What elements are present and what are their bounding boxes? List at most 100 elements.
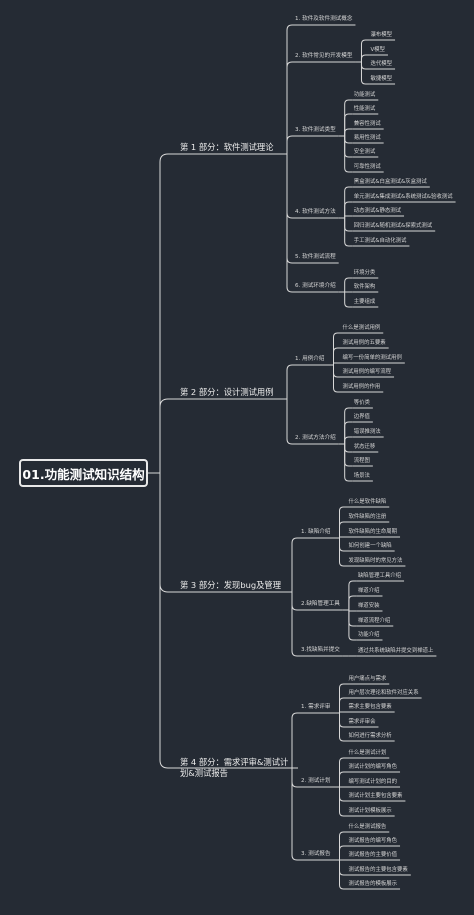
leaf-item[interactable]: 动态测试&静态测试: [353, 208, 402, 214]
leaf-item[interactable]: 禅道流程介绍: [357, 618, 391, 624]
leaf-item[interactable]: 兼容性测试: [353, 121, 381, 127]
leaf-item[interactable]: 单元测试&集成测试&系统测试&验收测试: [353, 194, 453, 200]
connector-line: [360, 62, 370, 70]
leaf-item[interactable]: 敏捷模型: [370, 76, 393, 82]
leaf-item[interactable]: 什么是测试报告: [348, 824, 387, 830]
leaf-item[interactable]: 主要组成: [353, 299, 376, 305]
leaf-item[interactable]: 易用性测试: [353, 135, 381, 141]
connector-line: [339, 860, 348, 876]
leaf-item[interactable]: 场景法: [353, 473, 370, 479]
leaf-item[interactable]: 发现缺陷时的常见方法: [348, 558, 403, 564]
connector-line: [286, 399, 294, 445]
connector-line: [344, 218, 353, 247]
leaf-item[interactable]: 等价类: [353, 400, 370, 406]
topic-item[interactable]: 3.找缺陷并提交: [301, 647, 340, 653]
section-title-line[interactable]: 第 4 部分：需求评审&测试计: [180, 757, 289, 767]
leaf-item[interactable]: 什么是测试计划: [348, 750, 387, 756]
leaf-item[interactable]: 测试计划的编写角色: [348, 764, 398, 770]
connector-line: [286, 61, 294, 154]
topic-item[interactable]: 2. 测试方法介绍: [295, 435, 336, 441]
connector-line: [360, 39, 370, 62]
leaf-item[interactable]: 环境分类: [353, 270, 376, 276]
leaf-item[interactable]: 通过共系统缺陷并提交到禅道上: [357, 648, 434, 654]
leaf-item[interactable]: 性能测试: [353, 106, 376, 112]
topic-item[interactable]: 2.缺陷管理工具: [301, 601, 340, 607]
leaf-item[interactable]: 禅道介绍: [357, 588, 380, 594]
connector-line: [291, 592, 300, 657]
connector-line: [339, 538, 348, 552]
connector-line: [339, 697, 348, 713]
connector-line: [344, 136, 353, 144]
leaf-item[interactable]: 功能测试: [353, 92, 376, 98]
connector-line: [348, 595, 357, 610]
leaf-item[interactable]: 编写一份简单的测试用例: [342, 355, 402, 361]
connector-line: [339, 713, 348, 728]
connector-line: [286, 154, 294, 219]
leaf-item[interactable]: V模型: [370, 47, 385, 53]
leaf-item[interactable]: 流程图: [353, 458, 370, 464]
leaf-item[interactable]: 手工测试&自动化测试: [353, 238, 407, 244]
topic-item[interactable]: 3. 测试报告: [301, 851, 331, 857]
leaf-item[interactable]: 如何创建一个缺陷: [348, 543, 392, 549]
leaf-item[interactable]: 状态迁移: [353, 444, 376, 450]
connector-line: [339, 713, 348, 742]
leaf-item[interactable]: 错误推测法: [353, 429, 381, 435]
leaf-item[interactable]: 如何进行需求分析: [348, 733, 392, 739]
leaf-item[interactable]: 安全测试: [353, 149, 376, 155]
connector-line: [348, 580, 357, 610]
leaf-item[interactable]: 测试报告的编写角色: [348, 838, 398, 844]
leaf-item[interactable]: 用户层次理论和软件对应关系: [348, 690, 419, 696]
leaf-item[interactable]: 测试报告的模板展示: [348, 881, 398, 887]
connector-line: [291, 592, 300, 611]
topic-item[interactable]: 2. 软件常见的开发模型: [295, 53, 353, 59]
leaf-item[interactable]: 编写测试计划的目的: [348, 779, 398, 785]
leaf-item[interactable]: 需求主要包含要素: [348, 704, 392, 710]
section-title[interactable]: 第 1 部分：软件测试理论: [180, 142, 274, 152]
leaf-item[interactable]: 测试计划主要包含要素: [348, 793, 403, 799]
connector-line: [333, 365, 342, 393]
leaf-item[interactable]: 功能介绍: [357, 632, 380, 638]
leaf-item[interactable]: 测试用例的作用: [342, 384, 381, 390]
topic-item[interactable]: 3. 软件测试类型: [295, 127, 336, 133]
connector-line: [344, 136, 353, 173]
section-title-line[interactable]: 划&测试报告: [180, 768, 228, 778]
leaf-item[interactable]: 软件缺陷的注册: [348, 514, 387, 520]
topic-item[interactable]: 4. 软件测试方法: [295, 209, 336, 215]
topic-item[interactable]: 1. 需求评审: [301, 704, 331, 710]
leaf-item[interactable]: 迭代模型: [370, 61, 393, 67]
leaf-item[interactable]: 用户痛点与需求: [348, 676, 387, 682]
leaf-item[interactable]: 测试计划模板展示: [348, 808, 392, 814]
topic-item[interactable]: 1. 缺陷介绍: [301, 529, 331, 535]
leaf-item[interactable]: 瀑布模型: [370, 32, 393, 38]
connector-line: [159, 473, 176, 769]
leaf-item[interactable]: 测试报告的主要包含要素: [348, 867, 408, 873]
topic-item[interactable]: 6. 测试环境介绍: [295, 283, 336, 289]
leaf-item[interactable]: 软件缺陷的生命周期: [348, 529, 398, 535]
section-title[interactable]: 第 2 部分：设计测试用例: [180, 387, 274, 397]
leaf-item[interactable]: 测试报告的主要价值: [348, 852, 398, 858]
leaf-item[interactable]: 测试用例的编写流程: [342, 369, 392, 375]
leaf-item[interactable]: 软件架构: [353, 284, 376, 290]
topic-item[interactable]: 1. 用例介绍: [295, 356, 325, 362]
connector-line: [159, 153, 176, 473]
connector-line: [339, 757, 348, 787]
leaf-item[interactable]: 边界值: [353, 414, 370, 420]
leaf-item[interactable]: 缺陷管理工具介绍: [357, 573, 402, 579]
topic-item[interactable]: 2. 测试计划: [301, 778, 331, 784]
leaf-item[interactable]: 什么是软件缺陷: [348, 499, 387, 505]
topic-item[interactable]: 5. 软件测试流程: [295, 254, 336, 260]
connector-line: [291, 712, 300, 768]
leaf-item[interactable]: 禅道安装: [357, 603, 380, 609]
leaf-item[interactable]: 黑盒测试&白盒测试&灰盒测试: [353, 179, 427, 185]
connector-line: [344, 99, 353, 136]
leaf-item[interactable]: 测试用例的五要素: [342, 340, 386, 346]
connector-line: [291, 768, 300, 788]
leaf-item[interactable]: 需求评审会: [348, 719, 376, 725]
topic-item[interactable]: 1. 软件及软件测试概念: [295, 16, 353, 22]
root-node[interactable]: 01.功能测试知识结构: [19, 459, 148, 487]
section-title[interactable]: 第 3 部分：发现bug及管理: [180, 580, 282, 590]
leaf-item[interactable]: 回归测试&随机测试&探索式测试: [353, 223, 433, 229]
leaf-item[interactable]: 什么是测试用例: [342, 325, 381, 331]
leaf-item[interactable]: 可靠性测试: [353, 164, 381, 170]
